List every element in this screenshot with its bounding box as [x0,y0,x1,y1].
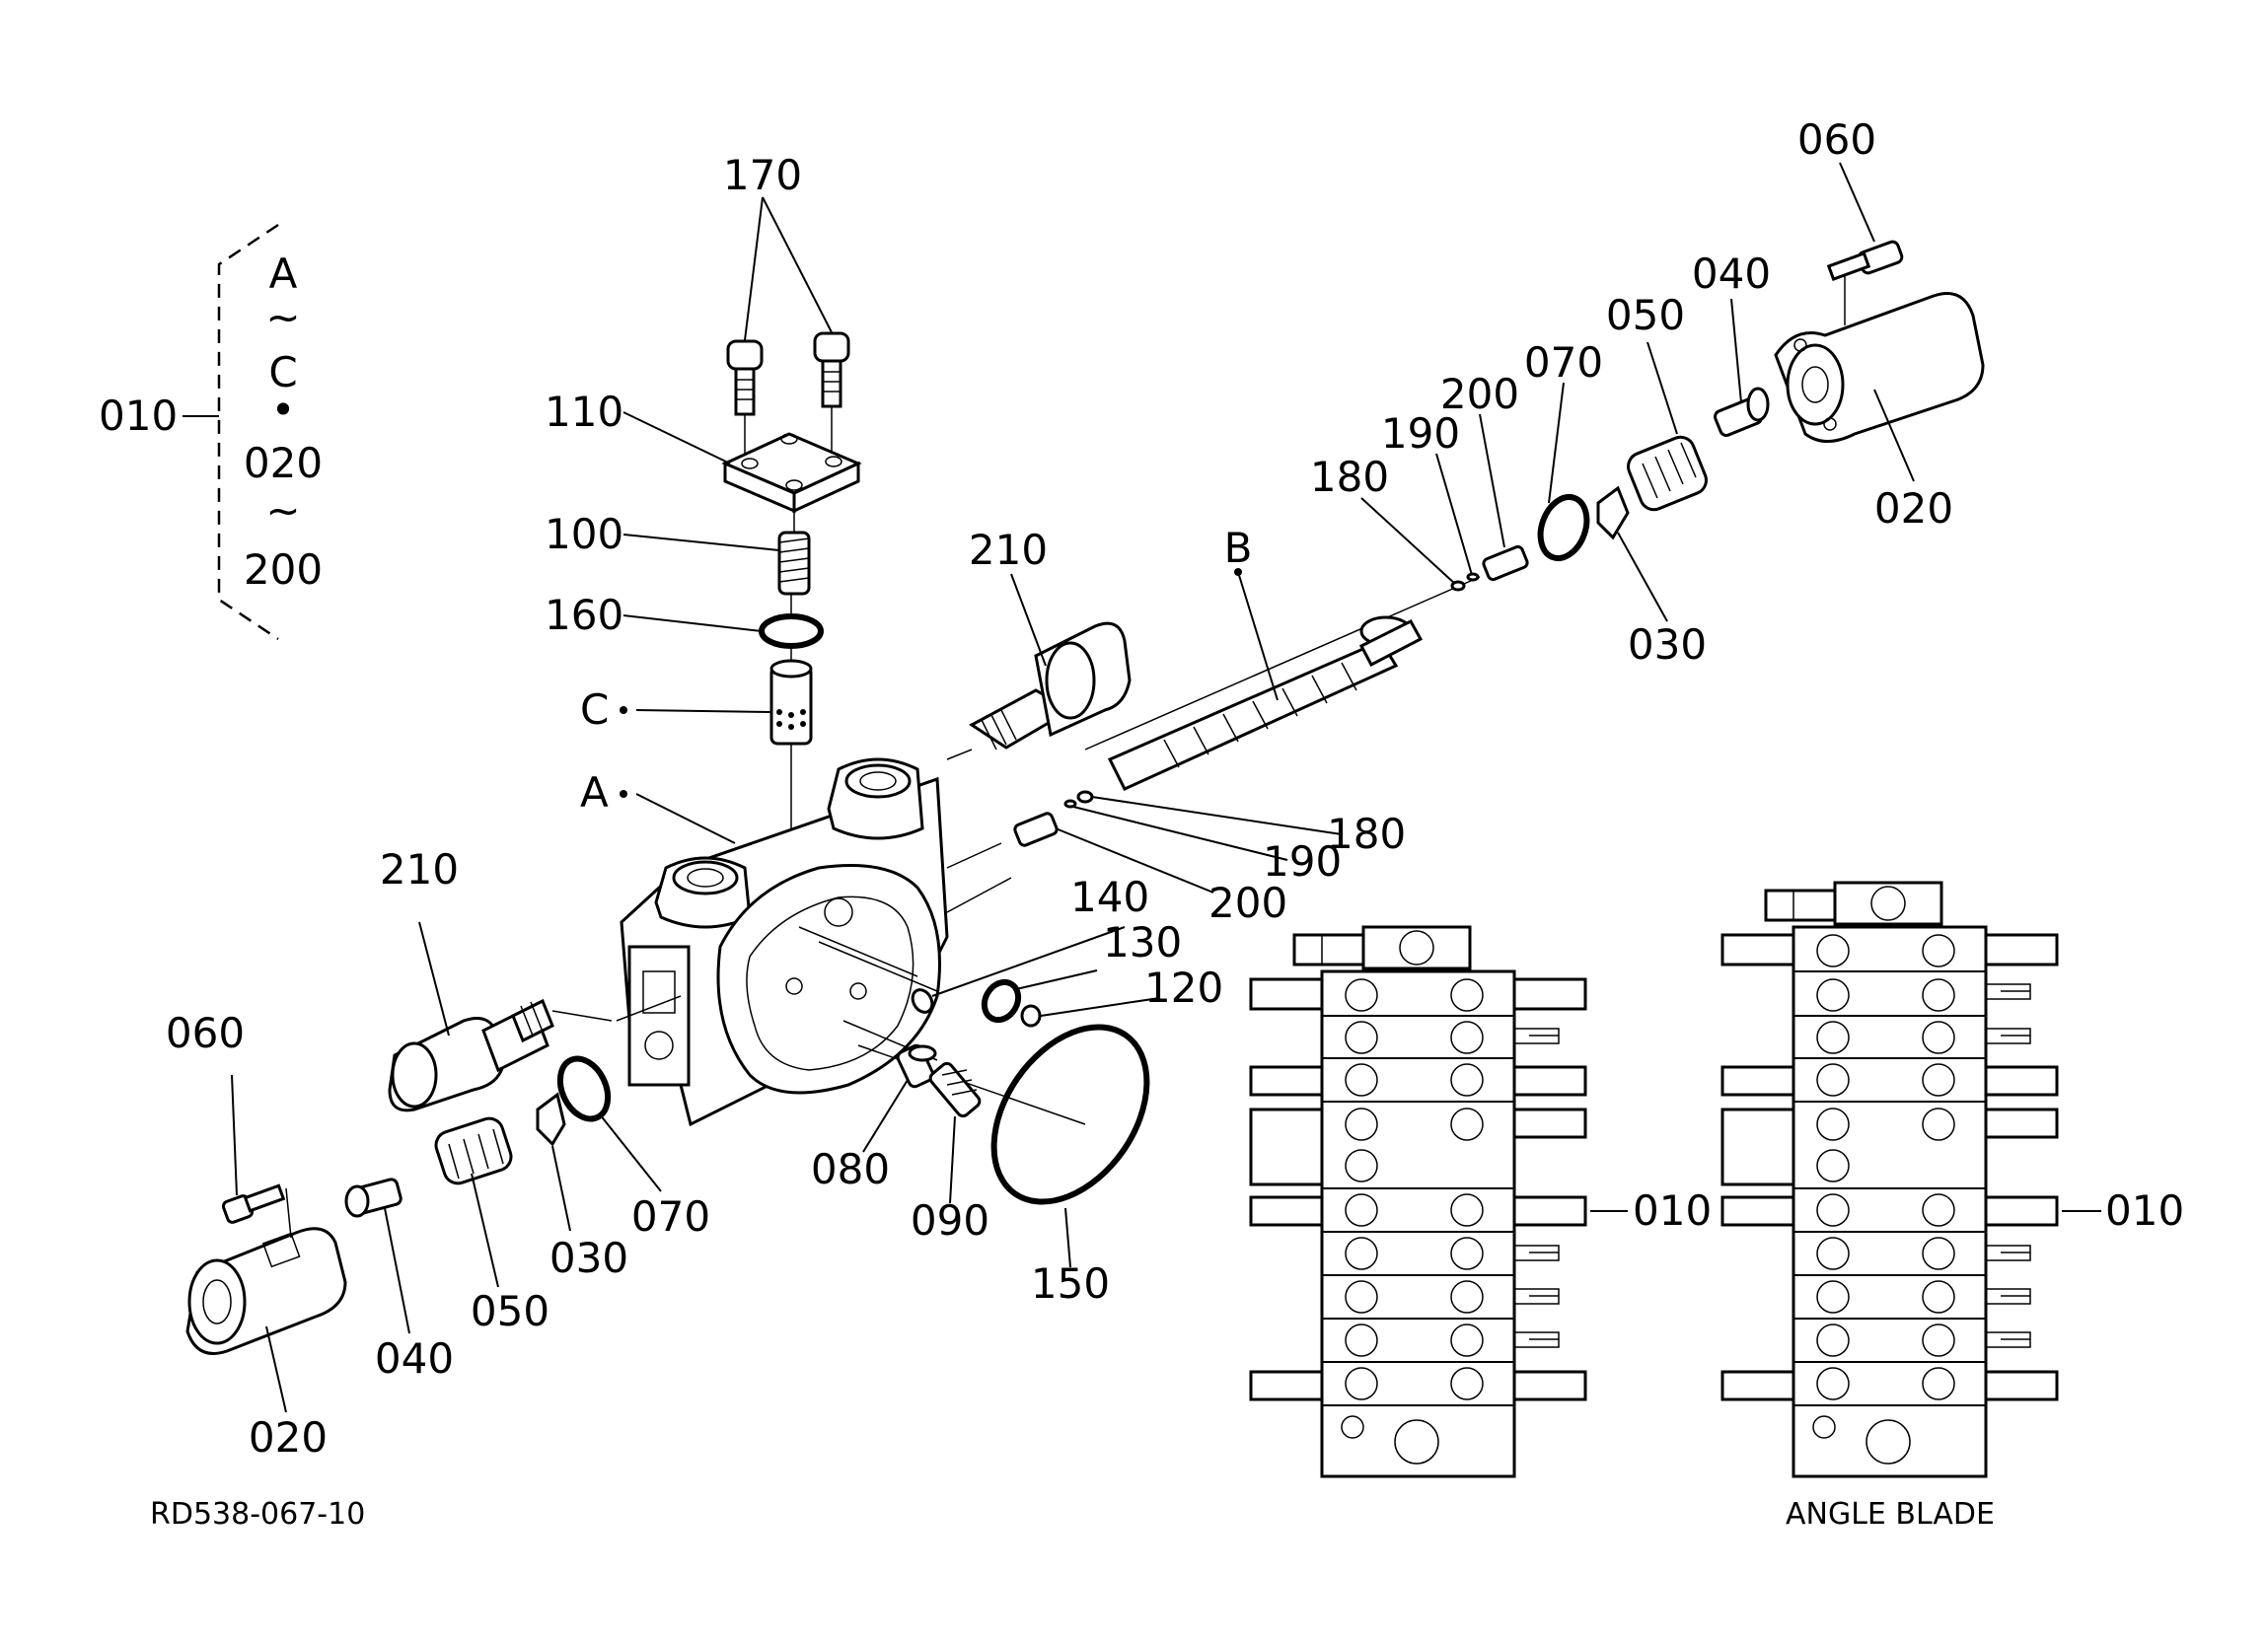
marker-dot-b [1234,568,1242,576]
callout-080: 080 [811,1145,890,1193]
middle-small-parts [1013,790,1094,847]
callout-010-right: 010 [2105,1186,2184,1235]
seat-040-low [344,1178,402,1218]
callout-170: 170 [723,151,802,199]
callout-070-top: 070 [1524,338,1603,387]
callout-180-top: 180 [1310,453,1389,501]
callout-020-top: 020 [1874,484,1953,533]
plug-200-mid [1013,812,1059,847]
spring-090 [928,1061,982,1118]
bracket-item-c: C [268,348,297,396]
plate-110 [721,432,862,514]
lower-middle-parts [896,978,1150,1205]
callout-200-top: 200 [1440,370,1519,418]
callout-070-low: 070 [631,1192,710,1241]
bolt-170-left [726,339,764,416]
callout-120: 120 [1144,964,1223,1012]
angle-blade-caption: ANGLE BLADE [1786,1497,1995,1532]
callout-030-low: 030 [549,1234,628,1282]
cap-020-low [185,1227,347,1355]
bracket-bullet: • [271,386,296,434]
spring-050-low [434,1116,513,1185]
callout-040-top: 040 [1692,250,1771,298]
callout-190-top: 190 [1381,409,1460,458]
o-ring-070-low [556,1055,612,1122]
callout-210-lower: 210 [380,845,459,894]
relief-valve-210-lower [388,998,613,1112]
plug-200-top [1482,544,1529,582]
bolt-060-low [221,1183,286,1224]
spring-050-top [1627,435,1708,512]
callout-a: A [580,768,609,817]
relief-valve-210-upper [946,621,1132,760]
spring-100 [777,531,811,596]
poppet-080 [896,1043,937,1089]
plate-030-top [1596,485,1630,540]
callout-c: C [580,685,609,734]
callout-040-low: 040 [375,1334,454,1383]
lower-left-spring-set [185,1055,612,1355]
upper-right-spring-set [1450,240,1985,592]
top-stack-parts [721,331,862,828]
backup-ring-190-mid [1063,799,1077,809]
bracket-tilde-2: ~ [265,486,300,535]
o-ring-160 [759,613,824,649]
ball-120 [1020,1004,1042,1028]
valve-stack-angle-blade [1720,881,2059,1478]
callout-110: 110 [545,388,623,436]
leader-lines [231,162,2101,1413]
o-ring-130 [981,978,1022,1024]
callout-050-top: 050 [1606,291,1685,339]
callout-150: 150 [1031,1259,1110,1308]
o-ring-150 [990,1024,1150,1205]
callout-200-mid: 200 [1208,879,1287,927]
bracket-item-020: 020 [244,439,323,487]
callout-labels: 170 110 100 160 C A B 210 210 060 040 05… [166,115,2184,1462]
callout-190-mid: 190 [1263,837,1342,886]
seat-040-top [1714,387,1770,437]
o-ring-140 [911,988,934,1014]
callout-060-left: 060 [166,1009,245,1057]
o-ring-070-top [1537,494,1590,561]
bolt-170-right [813,331,850,408]
marker-dot-c [620,706,627,714]
assembly-bracket: 010 A ~ C • 020 ~ 200 [99,223,323,641]
marker-dot-a [620,790,627,798]
piston-c [769,659,813,746]
callout-030-top: 030 [1628,620,1707,669]
callout-180-mid: 180 [1327,810,1406,858]
callout-050-low: 050 [471,1287,549,1335]
o-ring-180-mid [1076,790,1094,804]
callout-130: 130 [1103,918,1182,966]
callout-090: 090 [911,1196,989,1245]
bracket-item-200: 200 [244,545,323,594]
valve-body-a [616,757,1086,1127]
backup-ring-190-top [1466,572,1480,582]
callout-100: 100 [545,510,623,558]
bracket-item-a: A [269,250,298,298]
callout-060-top: 060 [1797,115,1876,164]
callout-140: 140 [1070,873,1149,921]
callout-210-upper: 210 [969,526,1048,574]
bolt-060-top [1826,240,1904,281]
cap-020-top [1774,292,1985,443]
spool-b [1084,576,1481,791]
drawing-code: RD538-067-10 [150,1497,365,1532]
callout-160: 160 [545,591,623,639]
plate-030-low [536,1092,566,1147]
callout-010-mid: 010 [1633,1186,1712,1235]
valve-stack-standard [1249,925,1587,1478]
bracket-tilde-1: ~ [265,293,300,341]
callout-020-low: 020 [249,1413,328,1462]
callout-b: B [1224,524,1253,572]
assembly-number: 010 [99,392,178,440]
